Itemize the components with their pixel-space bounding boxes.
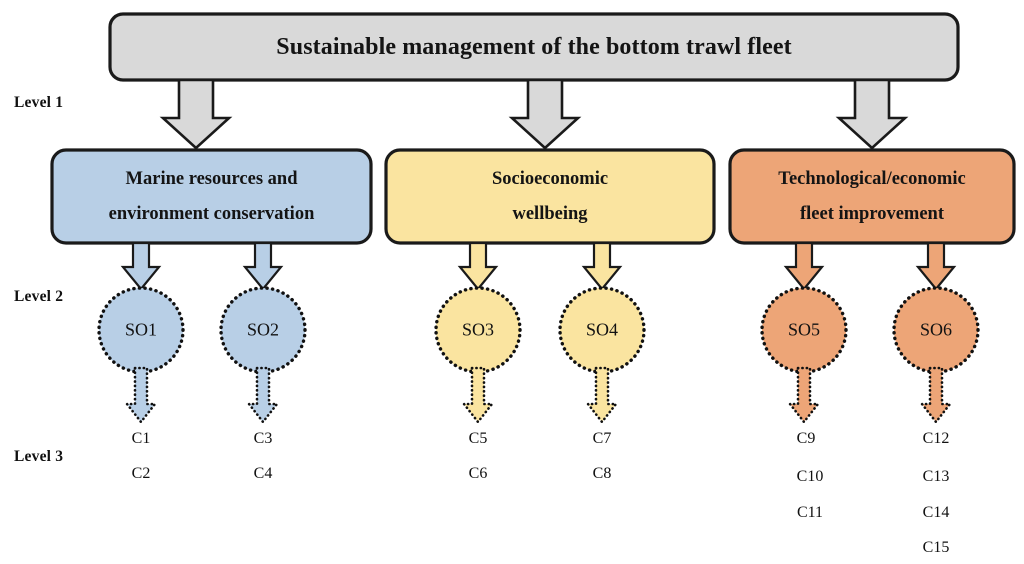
criterion-label: C5 [468,430,488,447]
criterion-label: C6 [468,465,488,482]
sub-objective-label-so6: SO6 [919,319,953,340]
criterion-label: C7 [592,430,612,447]
arrow-so6-to-criteria [919,366,953,425]
level-3-label: Level 3 [14,448,64,465]
criterion-label: C11 [796,504,824,521]
arrow-so5-to-criteria [787,366,821,425]
level-1-label: Level 1 [14,94,64,111]
sub-objective-label-so1: SO1 [124,319,158,340]
criterion-label: C8 [592,465,612,482]
objective-box-marine [50,148,373,245]
arrow-so4-to-criteria [585,366,619,425]
arrow-technological-to-so6 [915,241,957,291]
criterion-label: C1 [131,430,151,447]
arrow-marine-to-so1 [120,241,162,291]
arrow-so1-to-criteria [124,366,158,425]
objective-box-socioeconomic [384,148,716,245]
objective-box-technological [728,148,1016,245]
criterion-label: C9 [796,430,816,447]
criterion-label: C3 [253,430,273,447]
sub-objective-label-so5: SO5 [787,319,821,340]
level-2-label: Level 2 [14,288,64,305]
criterion-label: C14 [922,504,950,521]
sub-objective-label-so2: SO2 [246,319,280,340]
arrow-socioeconomic-to-so4 [581,241,623,291]
criterion-label: C4 [253,465,273,482]
criterion-label: C2 [131,465,151,482]
criterion-label: C10 [796,468,824,485]
sub-objective-label-so3: SO3 [461,319,495,340]
criterion-label: C15 [922,539,950,556]
sub-objective-label-so4: SO4 [585,319,619,340]
arrow-marine-to-so2 [242,241,284,291]
arrow-so2-to-criteria [246,366,280,425]
criterion-label: C13 [922,468,950,485]
arrow-goal-to-socioeconomic [508,78,582,150]
goal-box [108,12,960,82]
arrow-socioeconomic-to-so3 [457,241,499,291]
arrow-goal-to-technological [835,78,909,150]
arrow-technological-to-so5 [783,241,825,291]
criterion-label: C12 [922,430,950,447]
arrow-goal-to-marine [159,78,233,150]
arrow-so3-to-criteria [461,366,495,425]
